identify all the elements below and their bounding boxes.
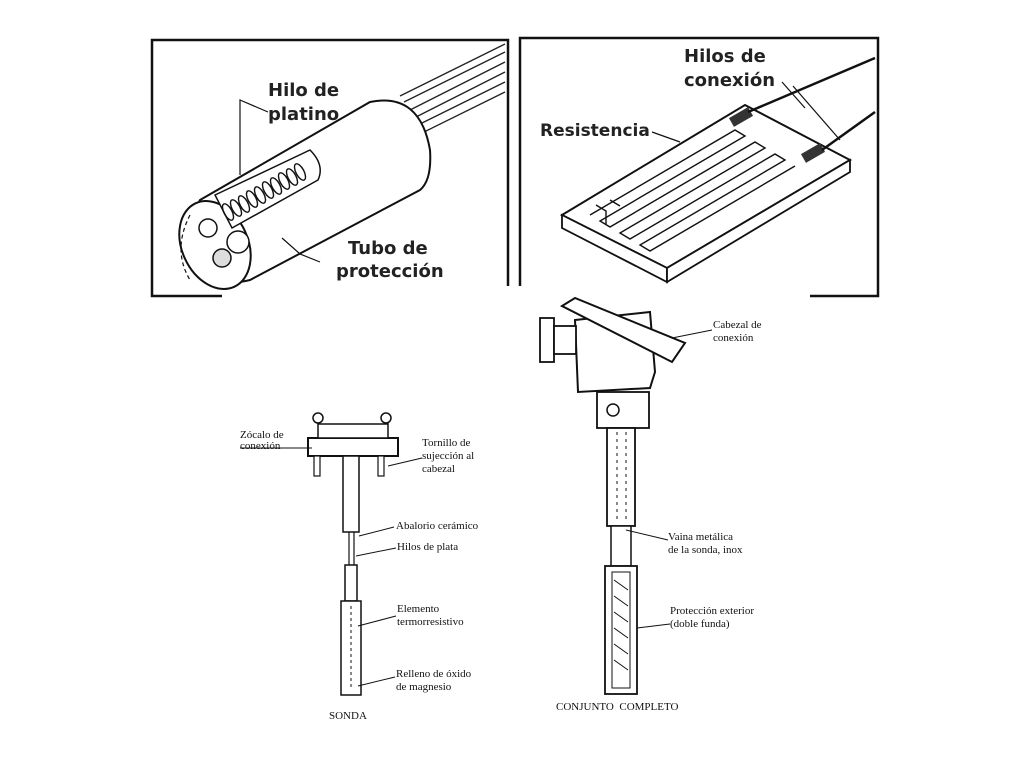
metal-sheath [606,427,636,527]
label-socket-1: Zócalo de [240,429,284,441]
label-element-2: termorresistivo [397,616,464,628]
cable-gland-body [553,325,577,355]
label-head-1: Cabezal de [713,319,762,331]
bore-hole [198,218,218,238]
sheath-lower [610,525,632,567]
label-platinum-wire-1: Hilo de [268,80,339,101]
fixing-screw [377,455,385,477]
contact-pad [800,143,826,163]
assembly-drawing: Cabezal de conexión Vaina metálica de la… [539,296,762,713]
label-screw-3: cabezal [422,463,455,475]
leader-tube [281,237,321,263]
head-cover [559,296,687,364]
lead-wire [821,110,876,152]
label-protection-tube-2: protección [336,261,444,282]
leader-leads [792,85,841,141]
label-bead: Abalorio cerámico [396,520,479,532]
label-element-1: Elemento [397,603,440,615]
leader-screw [387,457,423,467]
panel-frame [518,36,880,298]
probe-stem [342,455,360,533]
caption-assembly: CONJUNTO COMPLETO [556,701,678,713]
ceramic-section [344,564,358,602]
panel-wire-rtd: Hilo de platino Tubo de protección [150,38,510,298]
leader-silver [355,547,397,557]
label-outer-1: Protección exterior [670,605,754,617]
contact-pad [728,107,754,127]
connection-socket [307,437,399,457]
socket-top [317,423,389,439]
terminal-screw [312,412,324,424]
label-fill-2: de magnesio [396,681,452,693]
label-platinum-wire-2: platino [268,104,339,125]
terminal-screw [380,412,392,424]
platinum-coil [221,163,307,221]
leader-leads [781,81,806,109]
cable-gland [539,317,555,363]
label-head-2: conexión [713,332,754,344]
panel-film-rtd: Hilos de conexión Resistencia [518,36,880,298]
label-silver: Hilos de plata [397,541,458,553]
label-fill-1: Relleno de óxido [396,668,472,680]
leader-fill [357,676,396,687]
leader-bead [358,526,395,537]
head-screw [606,403,620,417]
label-protection-tube-1: Tubo de [348,238,428,259]
caption-probe: SONDA [329,710,367,722]
label-screw-1: Tornillo de [422,437,471,449]
label-sheath-2: de la sonda, inox [668,544,743,556]
head-neck [596,391,650,429]
inner-sleeve [611,571,631,689]
lead-wire [747,56,876,114]
label-leads-1: Hilos de [684,46,766,67]
probe-drawing: Zócalo de conexión Tornillo de sujección… [240,412,479,722]
bore-hole [226,230,250,254]
leader-head [671,329,713,339]
fixing-screw [313,455,321,477]
outer-protection-hatch [613,579,629,671]
label-resistor: Resistencia [540,121,650,141]
label-leads-2: conexión [684,70,775,91]
label-socket-2: conexión [240,440,281,452]
panel-frame [150,38,510,298]
resistor-meander [589,129,796,252]
label-sheath-1: Vaina metálica [668,531,733,543]
label-outer-2: (doble funda) [670,618,730,630]
lead-wires [399,43,506,133]
substrate-side-right [666,158,851,284]
end-dashed-outline [180,214,191,281]
label-screw-2: sujección al [422,450,474,462]
leader-wire [239,99,269,175]
bore-hole-wire [212,248,232,268]
leader-sheath [625,529,669,541]
leader-outer [636,623,671,629]
leader-element [357,615,397,627]
leader-resistor [651,131,681,143]
